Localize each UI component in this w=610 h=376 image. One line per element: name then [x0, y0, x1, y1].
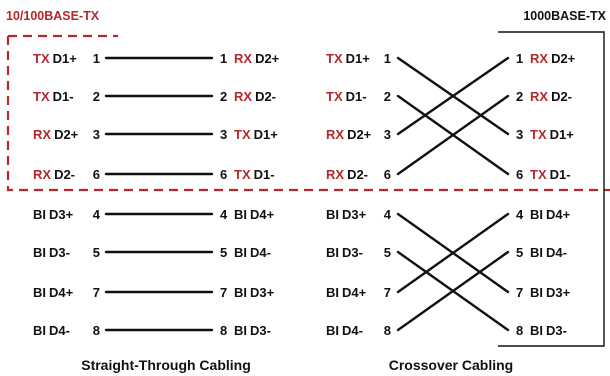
crossover-right-pin: 5 [516, 245, 523, 260]
crossover-right-pin: 2 [516, 89, 523, 104]
straight-left-pin: 1 [93, 51, 100, 66]
straight-left-pin: 7 [93, 285, 100, 300]
straight-right-pin: 3 [220, 127, 227, 142]
fast-ethernet-title: 10/100BASE-TX [6, 9, 100, 23]
gigabit-boundary [498, 31, 605, 347]
straight-left-pin: 8 [93, 323, 100, 338]
straight-left-pin: 5 [93, 245, 100, 260]
crossover-left-pin: 4 [384, 207, 392, 222]
crossover-right-pin: 8 [516, 323, 523, 338]
crossover-left-pin: 8 [384, 323, 391, 338]
straight-right-pin: 8 [220, 323, 227, 338]
crossover-right-pin: 7 [516, 285, 523, 300]
crossover-left-pin: 6 [384, 167, 391, 182]
crossover-wire [396, 56, 510, 136]
crossover-left-pin: 5 [384, 245, 391, 260]
straight-right-pin: 1 [220, 51, 227, 66]
straight-right-pin: 6 [220, 167, 227, 182]
straight-through-caption: Straight-Through Cabling [81, 357, 251, 373]
crossover-wire [396, 250, 510, 332]
straight-right-pin: 2 [220, 89, 227, 104]
gigabit-title: 1000BASE-TX [523, 9, 606, 23]
straight-right-pin: 4 [220, 207, 228, 222]
crossover-wire [396, 94, 510, 176]
straight-left-pin: 6 [93, 167, 100, 182]
straight-left-pin: 2 [93, 89, 100, 104]
fast-ethernet-boundary [6, 34, 610, 192]
crossover-right-pin: 6 [516, 167, 523, 182]
crossover-left-pin: 3 [384, 127, 391, 142]
crossover-wire [396, 212, 510, 294]
crossover-left-pin: 2 [384, 89, 391, 104]
crossover-caption: Crossover Cabling [389, 357, 513, 373]
straight-right-pin: 5 [220, 245, 227, 260]
straight-left-pin: 4 [93, 207, 101, 222]
straight-left-pin: 3 [93, 127, 100, 142]
crossover-right-pin: 3 [516, 127, 523, 142]
crossover-right-pin: 1 [516, 51, 523, 66]
crossover-left-pin: 1 [384, 51, 391, 66]
straight-right-pin: 7 [220, 285, 227, 300]
crossover-right-pin: 4 [516, 207, 524, 222]
crossover-left-pin: 7 [384, 285, 391, 300]
